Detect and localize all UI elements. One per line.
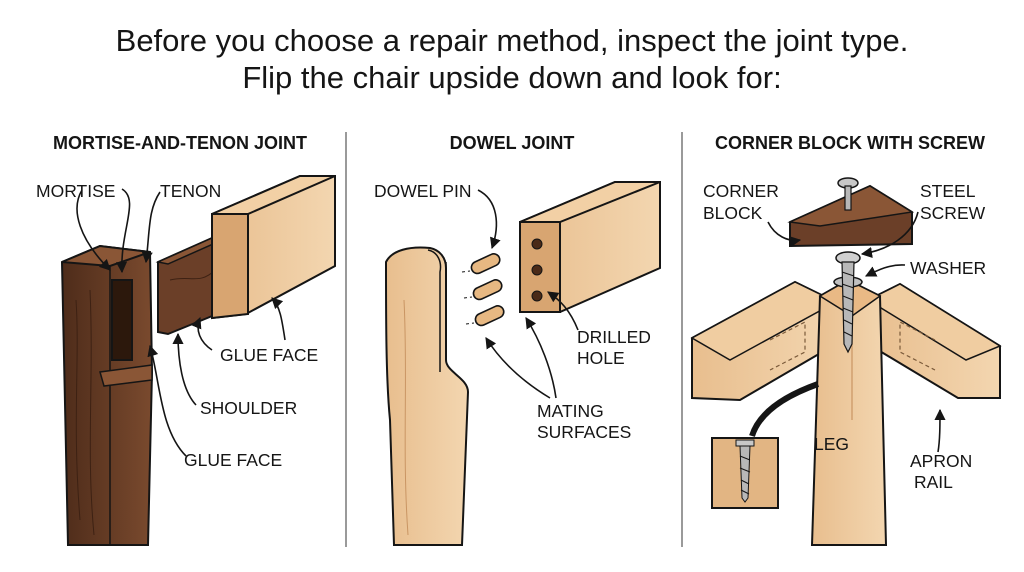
label-steel-screw-line-1: STEEL — [920, 181, 976, 201]
corner-block-title: CORNER BLOCK WITH SCREW — [715, 133, 985, 153]
headline-line-2: Flip the chair upside down and look for: — [242, 60, 782, 95]
label-tenon: TENON — [160, 181, 222, 201]
label-washer: WASHER — [910, 258, 987, 278]
mortise-slot — [111, 279, 133, 361]
mortise-tenon-title: MORTISE-AND-TENON JOINT — [53, 133, 307, 153]
dowel-leg — [384, 246, 470, 546]
label-glue-face-lower: GLUE FACE — [184, 450, 283, 470]
panel-divider-right — [681, 132, 683, 547]
headline: Before you choose a repair method, inspe… — [0, 22, 1024, 96]
corner-block-illustration — [690, 177, 1002, 546]
screw-washer — [833, 251, 863, 354]
label-drilled-hole-line-2: HOLE — [577, 348, 625, 368]
label-shoulder: SHOULDER — [200, 398, 298, 418]
mortise-tenon-illustration — [60, 175, 336, 546]
label-steel-screw-line-2: SCREW — [920, 203, 986, 223]
screw-inset-detail — [711, 437, 779, 509]
label-drilled-hole-line-1: DRILLED — [577, 327, 651, 347]
label-mating-surfaces-line-1: MATING — [537, 401, 604, 421]
label-dowel-pin: DOWEL PIN — [374, 181, 472, 201]
dowel-joint-title: DOWEL JOINT — [449, 133, 575, 153]
label-corner-block-line-2: BLOCK — [703, 203, 763, 223]
label-apron-rail-line-1: APRON — [910, 451, 973, 471]
label-apron-rail-line-2: RAIL — [914, 472, 953, 492]
label-glue-face-upper: GLUE FACE — [220, 345, 319, 365]
dowel-illustration — [384, 181, 661, 546]
headline-line-1: Before you choose a repair method, inspe… — [115, 23, 909, 58]
label-corner-block-line-1: CORNER — [703, 181, 779, 201]
tenon-rail — [211, 175, 336, 320]
screw-top — [837, 177, 859, 211]
dowel-rail — [519, 181, 661, 313]
panel-divider-left — [345, 132, 347, 547]
dowel-pins — [461, 253, 505, 327]
label-mating-surfaces-line-2: SURFACES — [537, 422, 632, 442]
label-mortise: MORTISE — [36, 181, 116, 201]
mortise-leg — [60, 244, 154, 546]
label-leg: LEG — [814, 434, 850, 454]
